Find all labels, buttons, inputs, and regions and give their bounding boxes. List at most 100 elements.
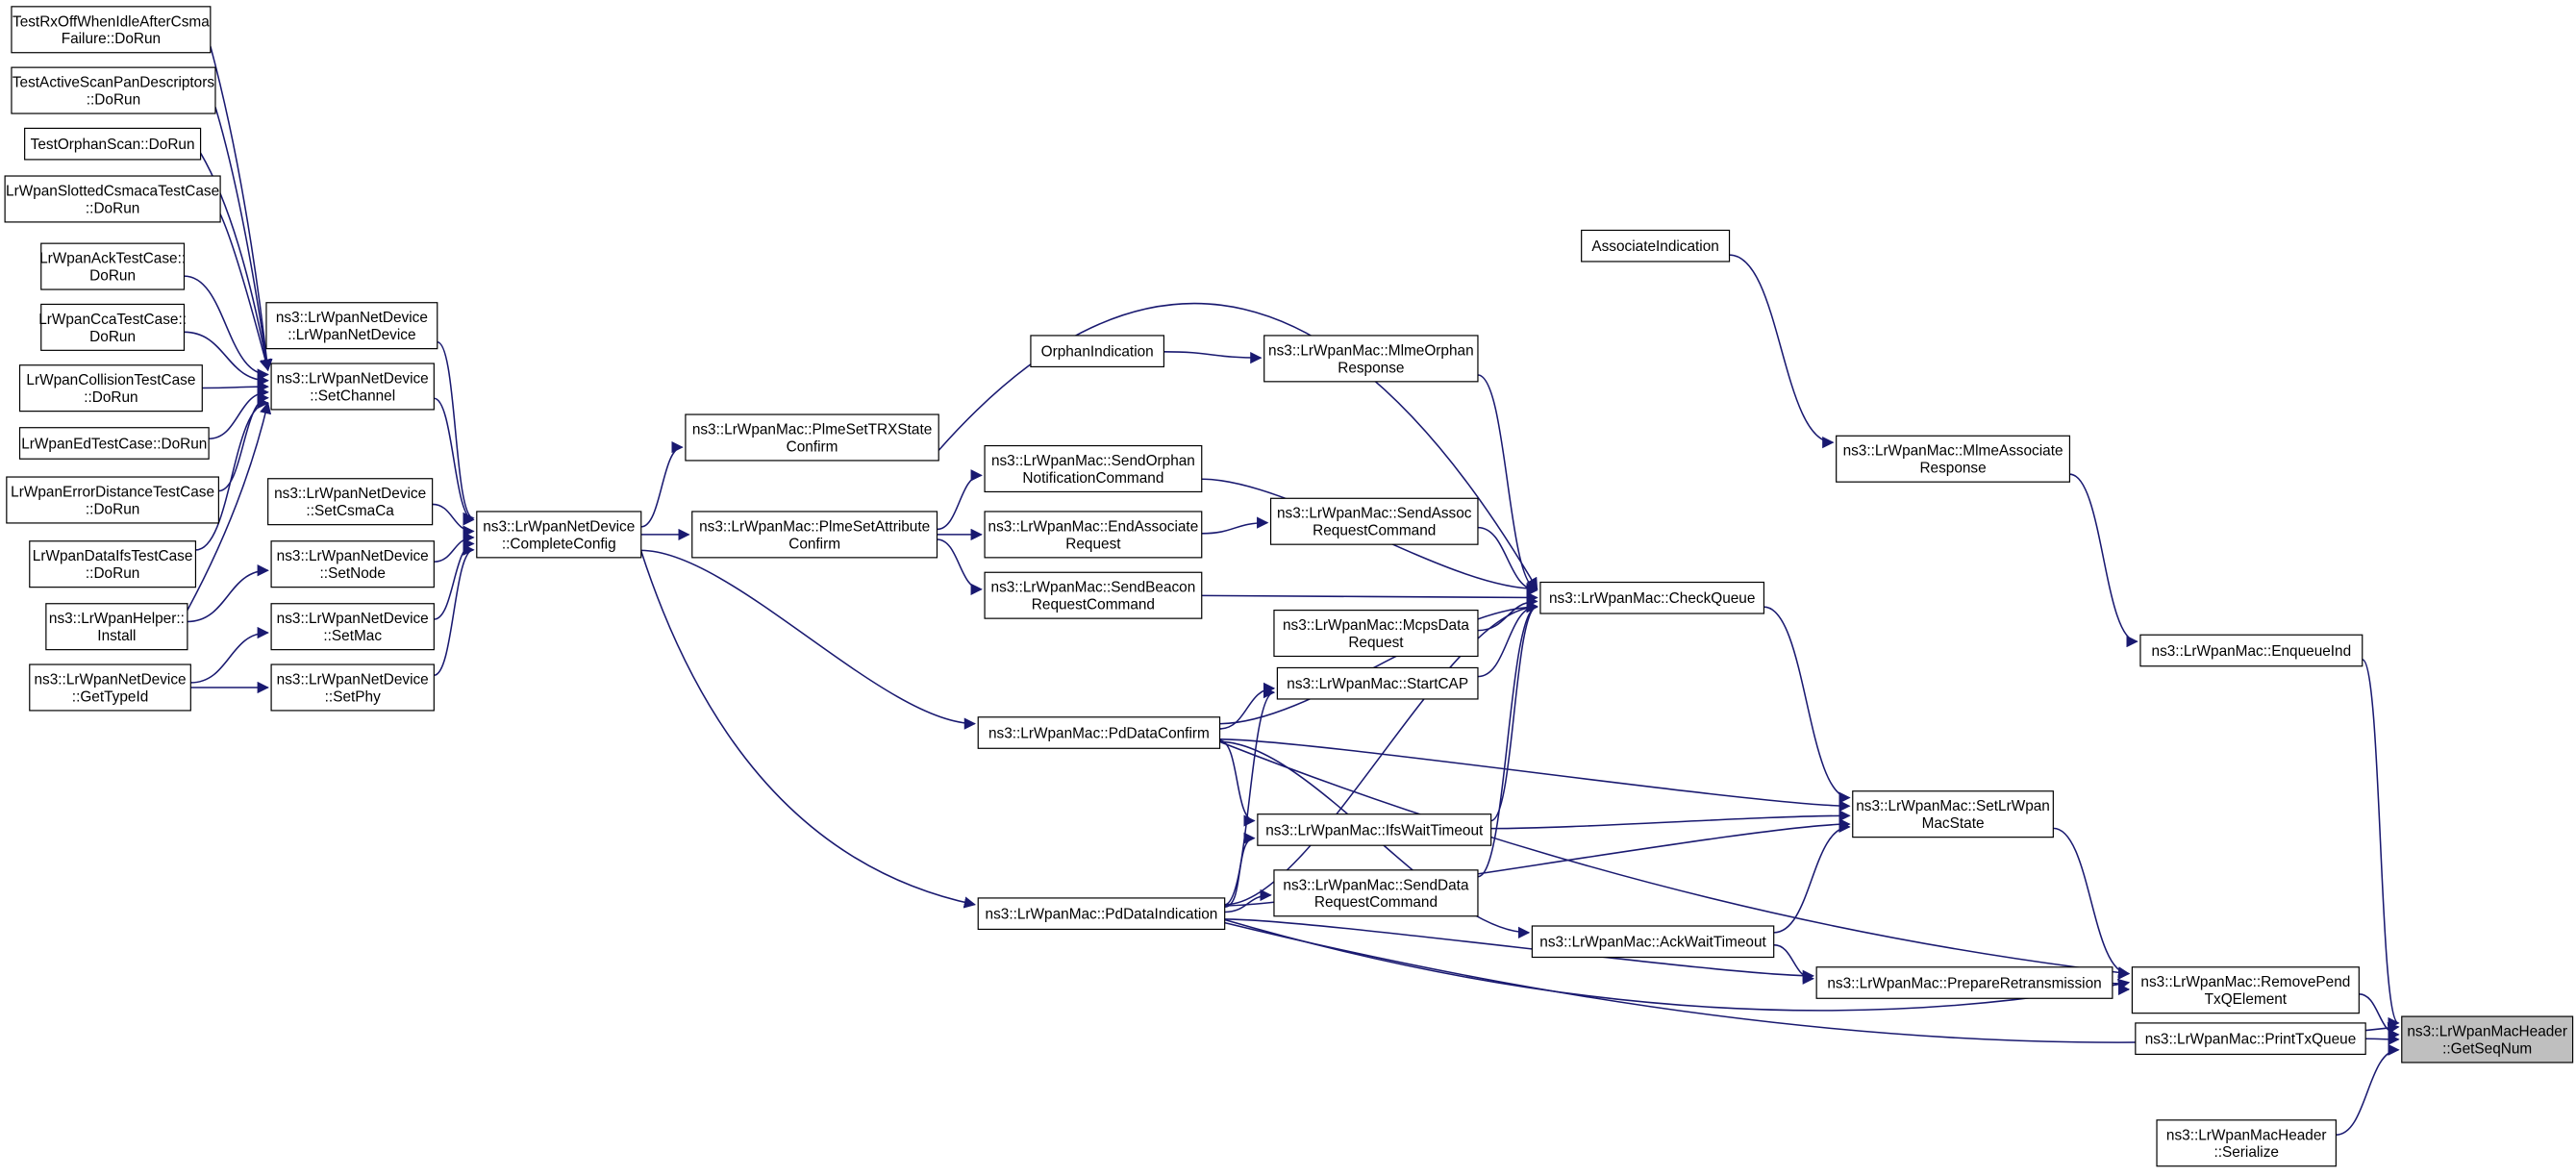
graph-node-LrWpanNetDevice-SetChannel[interactable]: ns3::LrWpanNetDevice::SetChannel	[270, 363, 435, 411]
function-box-LrWpanMac-PlmeSetTRXStateConfirm[interactable]	[685, 413, 939, 462]
graph-node-LrWpanMac-PdDataIndication[interactable]: ns3::LrWpanMac::PdDataIndication	[977, 897, 1226, 931]
graph-node-LrWpanMac-StartCAP[interactable]: ns3::LrWpanMac::StartCAP	[1276, 666, 1479, 700]
function-box-LrWpanNetDevice-SetCsmaCa[interactable]	[267, 478, 434, 526]
graph-node-LrWpanNetDevice-SetMac[interactable]: ns3::LrWpanNetDevice::SetMac	[270, 603, 435, 651]
call-edge-LrWpanMac-PdDataIndication--LrWpanMac-IfsWaitTimeout	[1224, 832, 1256, 908]
function-box-LrWpanMac-PrintTxQueue[interactable]	[2135, 1022, 2366, 1056]
function-box-LrWpanMac-PdDataIndication[interactable]	[977, 897, 1226, 931]
function-box-LrWpanNetDevice-SetNode[interactable]	[270, 540, 435, 588]
function-label-LrWpanErrorDistanceTestCase-DoRun-line0: LrWpanErrorDistanceTestCase	[11, 484, 214, 500]
function-label-LrWpanMacHeader-Serialize-line1: ::Serialize	[2213, 1144, 2278, 1161]
graph-node-LrWpanHelper-Install[interactable]: ns3::LrWpanHelper::Install	[45, 603, 188, 651]
graph-node-LrWpanMac-PdDataConfirm[interactable]: ns3::LrWpanMac::PdDataConfirm	[977, 716, 1221, 749]
function-box-LrWpanEdTestCase-DoRun[interactable]	[18, 427, 210, 460]
graph-node-LrWpanMac-SendOrphanNotificationCommand[interactable]: ns3::LrWpanMac::SendOrphanNotificationCo…	[984, 444, 1203, 493]
graph-node-LrWpanNetDevice-ctor[interactable]: ns3::LrWpanNetDevice::LrWpanNetDevice	[265, 302, 438, 350]
function-box-LrWpanMac-RemovePendTxQElement[interactable]	[2131, 966, 2360, 1014]
graph-node-LrWpanDataIfsTestCase-DoRun[interactable]: LrWpanDataIfsTestCase::DoRun	[29, 540, 197, 588]
graph-node-TestActiveScanPanDescriptors-DoRun[interactable]: TestActiveScanPanDescriptors::DoRun	[11, 66, 216, 114]
function-box-LrWpanMac-SetLrWpanMacState[interactable]	[1852, 790, 2054, 838]
function-box-LrWpanMacHeader-Serialize[interactable]	[2156, 1119, 2337, 1167]
function-box-OrphanIndication[interactable]	[1030, 335, 1165, 368]
function-box-LrWpanMac-PlmeSetAttributeConfirm[interactable]	[691, 511, 938, 559]
call-edge-LrWpanMac-PdDataConfirm--LrWpanMac-RemovePendTxQElement	[1219, 740, 2131, 979]
function-label-LrWpanNetDevice-CompleteConfig-line0: ns3::LrWpanNetDevice	[483, 518, 635, 535]
function-box-LrWpanSlottedCsmacaTestCase-DoRun[interactable]	[4, 175, 221, 223]
function-label-LrWpanMac-PlmeSetAttributeConfirm-line0: ns3::LrWpanMac::PlmeSetAttribute	[699, 518, 930, 535]
graph-node-LrWpanMac-AckWaitTimeout[interactable]: ns3::LrWpanMac::AckWaitTimeout	[1531, 925, 1775, 959]
call-edge-LrWpanMac-PrintTxQueue--LrWpanMacHeader-GetSeqNum	[2365, 1033, 2400, 1046]
function-box-LrWpanDataIfsTestCase-DoRun[interactable]	[29, 540, 197, 588]
graph-node-LrWpanNetDevice-SetPhy[interactable]: ns3::LrWpanNetDevice::SetPhy	[270, 663, 435, 712]
function-label-LrWpanNetDevice-SetCsmaCa-line1: ::SetCsmaCa	[306, 503, 394, 519]
function-box-LrWpanMac-PdDataConfirm[interactable]	[977, 716, 1221, 749]
function-box-LrWpanNetDevice-SetPhy[interactable]	[270, 663, 435, 712]
graph-node-LrWpanCollisionTestCase-DoRun[interactable]: LrWpanCollisionTestCase::DoRun	[18, 364, 203, 413]
function-box-LrWpanMac-McpsDataRequest[interactable]	[1273, 609, 1479, 658]
graph-node-LrWpanMac-IfsWaitTimeout[interactable]: ns3::LrWpanMac::IfsWaitTimeout	[1257, 813, 1492, 846]
function-box-LrWpanMac-MlmeOrphanResponse[interactable]	[1263, 335, 1479, 383]
function-box-TestActiveScanPanDescriptors-DoRun[interactable]	[11, 66, 216, 114]
function-box-LrWpanMac-EnqueueInd[interactable]	[2139, 634, 2363, 667]
function-box-LrWpanErrorDistanceTestCase-DoRun[interactable]	[6, 476, 219, 524]
function-box-TestOrphanScan-DoRun[interactable]	[24, 127, 202, 161]
graph-node-LrWpanMac-CheckQueue[interactable]: ns3::LrWpanMac::CheckQueue	[1539, 581, 1765, 614]
graph-node-LrWpanSlottedCsmacaTestCase-DoRun[interactable]: LrWpanSlottedCsmacaTestCase::DoRun	[4, 175, 221, 223]
function-box-LrWpanMac-CheckQueue[interactable]	[1539, 581, 1765, 614]
graph-node-LrWpanNetDevice-CompleteConfig[interactable]: ns3::LrWpanNetDevice::CompleteConfig	[476, 511, 642, 559]
function-box-LrWpanMac-AckWaitTimeout[interactable]	[1531, 925, 1775, 959]
function-box-LrWpanMac-EndAssociateRequest[interactable]	[984, 511, 1203, 559]
graph-node-TestOrphanScan-DoRun[interactable]: TestOrphanScan::DoRun	[24, 127, 202, 161]
function-label-LrWpanNetDevice-SetMac-line0: ns3::LrWpanNetDevice	[277, 611, 429, 627]
graph-node-LrWpanNetDevice-GetTypeId[interactable]: ns3::LrWpanNetDevice::GetTypeId	[29, 663, 191, 712]
function-box-LrWpanMac-IfsWaitTimeout[interactable]	[1257, 813, 1492, 846]
function-box-TestRxOffWhenIdleAfterCsmaFailure-DoRun[interactable]	[11, 6, 212, 54]
function-box-LrWpanCollisionTestCase-DoRun[interactable]	[18, 364, 203, 413]
graph-node-AssociateIndication[interactable]: AssociateIndication	[1581, 229, 1731, 263]
function-box-LrWpanHelper-Install[interactable]	[45, 603, 188, 651]
function-label-LrWpanMac-SetLrWpanMacState-line0: ns3::LrWpanMac::SetLrWpan	[1856, 798, 2050, 814]
graph-node-LrWpanEdTestCase-DoRun[interactable]: LrWpanEdTestCase::DoRun	[18, 427, 210, 460]
function-box-LrWpanMac-StartCAP[interactable]	[1276, 666, 1479, 700]
function-box-LrWpanMac-SendBeaconRequestCommand[interactable]	[984, 571, 1203, 619]
graph-node-LrWpanNetDevice-SetNode[interactable]: ns3::LrWpanNetDevice::SetNode	[270, 540, 435, 588]
graph-node-LrWpanMac-PrepareRetransmission[interactable]: ns3::LrWpanMac::PrepareRetransmission	[1815, 966, 2113, 999]
graph-node-LrWpanMac-PrintTxQueue[interactable]: ns3::LrWpanMac::PrintTxQueue	[2135, 1022, 2366, 1056]
call-edge-TestRxOffWhenIdleAfterCsmaFailure-DoRun--LrWpanNetDevice-SetChannel	[210, 45, 273, 372]
function-box-LrWpanMac-PrepareRetransmission[interactable]	[1815, 966, 2113, 999]
graph-node-LrWpanAckTestCase-DoRun[interactable]: LrWpanAckTestCase::DoRun	[39, 242, 186, 290]
function-box-LrWpanMac-SendAssocRequestCommand[interactable]	[1269, 497, 1479, 545]
graph-node-OrphanIndication[interactable]: OrphanIndication	[1030, 335, 1165, 368]
function-box-LrWpanAckTestCase-DoRun[interactable]	[40, 242, 186, 290]
function-label-LrWpanMac-SendDataRequestCommand-line0: ns3::LrWpanMac::SendData	[1283, 877, 1469, 893]
function-box-AssociateIndication[interactable]	[1581, 229, 1731, 263]
function-box-LrWpanNetDevice-SetMac[interactable]	[270, 603, 435, 651]
graph-node-LrWpanErrorDistanceTestCase-DoRun[interactable]: LrWpanErrorDistanceTestCase::DoRun	[6, 476, 219, 524]
function-label-LrWpanMac-PdDataIndication-line0: ns3::LrWpanMac::PdDataIndication	[986, 907, 1218, 923]
function-label-TestRxOffWhenIdleAfterCsmaFailure-DoRun-line1: Failure::DoRun	[62, 31, 161, 47]
function-box-LrWpanMac-SendOrphanNotificationCommand[interactable]	[984, 444, 1203, 493]
graph-node-LrWpanMac-EnqueueInd[interactable]: ns3::LrWpanMac::EnqueueInd	[2139, 634, 2363, 667]
function-box-LrWpanMac-MlmeAssociateResponse[interactable]	[1836, 435, 2071, 483]
function-box-LrWpanNetDevice-ctor[interactable]	[265, 302, 438, 350]
function-box-LrWpanNetDevice-SetChannel[interactable]	[270, 363, 435, 411]
graph-node-LrWpanNetDevice-SetCsmaCa[interactable]: ns3::LrWpanNetDevice::SetCsmaCa	[267, 478, 434, 526]
function-box-LrWpanCcaTestCase-DoRun[interactable]	[40, 303, 186, 351]
function-box-LrWpanMac-SendDataRequestCommand[interactable]	[1273, 869, 1479, 917]
function-box-LrWpanNetDevice-CompleteConfig[interactable]	[476, 511, 642, 559]
function-box-LrWpanNetDevice-GetTypeId[interactable]	[29, 663, 191, 712]
graph-node-LrWpanMacHeader-Serialize[interactable]: ns3::LrWpanMacHeader::Serialize	[2156, 1119, 2337, 1167]
graph-node-LrWpanCcaTestCase-DoRun[interactable]: LrWpanCcaTestCase::DoRun	[38, 303, 187, 351]
